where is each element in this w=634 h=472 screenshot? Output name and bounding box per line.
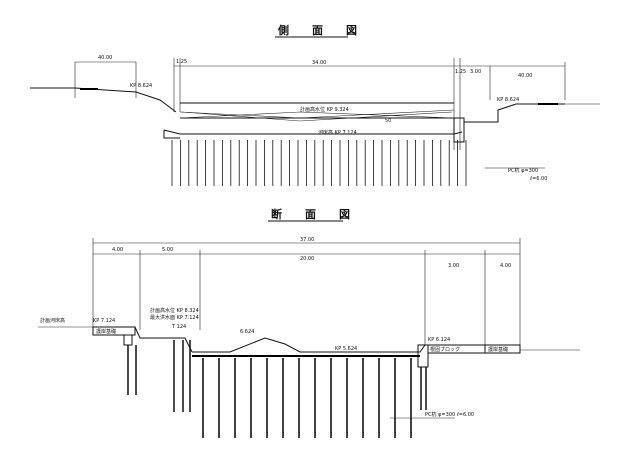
side-deck-line1 [179, 109, 455, 119]
side-right-abutment [453, 117, 465, 143]
section-left-block [92, 326, 136, 336]
section-right-block-label: 根固ブロック [430, 346, 460, 353]
section-view-title: 断 面 図 [271, 207, 356, 221]
section-max-flood: 最大洪水面 KP 7.124 [150, 314, 199, 321]
section-flood-level: 計画高水位 KP 8.324 [150, 307, 199, 314]
section-view: 断 面 図 37.00 4.00 5.00 20.00 3.00 4.00 計画… [38, 207, 580, 438]
side-deck-line2 [179, 111, 455, 119]
section-left-footing [123, 334, 133, 346]
side-kp-right: KP 8.624 [497, 97, 519, 103]
section-left-top: 計画河床高 [40, 317, 65, 324]
side-riverbed: 河床高 KP 7.124 [318, 129, 357, 136]
section-t124: T 124 [171, 324, 186, 330]
side-riverbed-line [163, 129, 463, 135]
section-dim-5: 5.00 [162, 247, 173, 253]
side-view: 側 面 図 1.25 34.00 1.25 3.00 40.00 40.00 K… [30, 23, 600, 186]
side-kp-left: KP 8.624 [130, 83, 152, 89]
side-left-approach [30, 87, 177, 113]
side-dim-34: 34.00 [312, 60, 326, 66]
section-kp-right: KP 6.124 [428, 337, 450, 343]
section-right-top-block [484, 344, 521, 354]
section-piles [127, 340, 427, 438]
side-pile-len: ℓ=6.00 [529, 176, 547, 182]
side-dim-125: 1.25 [176, 59, 187, 65]
section-dim-3: 3.00 [448, 263, 459, 269]
side-piles [171, 140, 467, 186]
section-dim-4-left: 4.00 [112, 247, 123, 253]
section-dim-total: 37.00 [300, 237, 314, 243]
side-view-title: 側 面 図 [277, 23, 363, 37]
side-dim-40-right: 40.00 [518, 73, 532, 79]
section-dim-20: 20.00 [300, 256, 314, 262]
section-6624: 6.624 [240, 329, 254, 335]
side-pile-label: PC杭 φ=300 [508, 167, 538, 174]
section-left-block-label: 護岸基礎 [96, 328, 116, 335]
section-right-top-label: 護岸基礎 [488, 346, 508, 353]
side-deck-line3 [181, 111, 453, 122]
side-right-approach [464, 103, 565, 123]
section-channel-top [192, 337, 426, 353]
section-pile-label: PC杭 φ=300 ℓ=6.00 [425, 411, 474, 418]
section-left-slope [134, 326, 193, 353]
side-flood-level: 計画高水位 KP 9.324 [300, 106, 349, 113]
section-dim-4-right: 4.00 [500, 263, 511, 269]
side-left-abutment [163, 130, 180, 139]
side-slope: 50 [385, 118, 391, 124]
side-dim-40-left: 40.00 [98, 55, 112, 61]
side-dim-3: 3.00 [470, 69, 481, 75]
side-dim-125b: 1.25 [455, 69, 466, 75]
section-kp-left: KP 7.124 [93, 318, 115, 324]
section-center-kp: KP 5.624 [335, 346, 357, 352]
section-right-footing [417, 344, 429, 368]
